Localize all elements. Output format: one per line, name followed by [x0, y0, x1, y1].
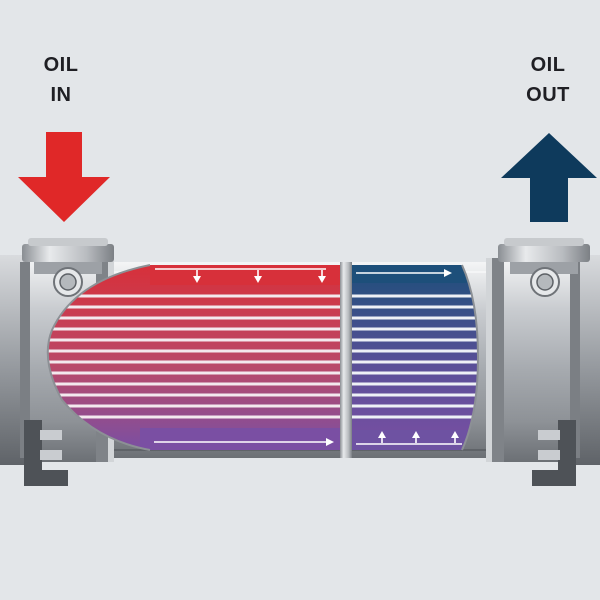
right-mounting-foot [532, 420, 576, 486]
oil-out-label-line2: OUT [526, 84, 570, 106]
return-channel-flow-arrow [154, 438, 334, 446]
oil-out-label: OIL OUT [513, 50, 583, 110]
hot-channel-flow-arrows [155, 268, 326, 283]
arrow-up-icon [501, 133, 597, 222]
arrow-down-icon [18, 132, 110, 222]
cool-channel-flow-arrow [356, 269, 452, 277]
oil-out-label-line1: OIL [530, 54, 566, 76]
oil-in-label-line2: IN [50, 84, 72, 106]
cool-tube-bundle [352, 265, 478, 450]
left-drain-plug [53, 267, 83, 297]
center-baffle [340, 262, 352, 458]
hot-tube-bundle [47, 265, 340, 450]
oil-in-label-line1: OIL [43, 54, 79, 76]
oil-in-label: OIL IN [26, 50, 96, 110]
left-mounting-foot [24, 420, 68, 486]
right-drain-plug [530, 267, 560, 297]
return-up-flow-arrows [356, 431, 462, 445]
